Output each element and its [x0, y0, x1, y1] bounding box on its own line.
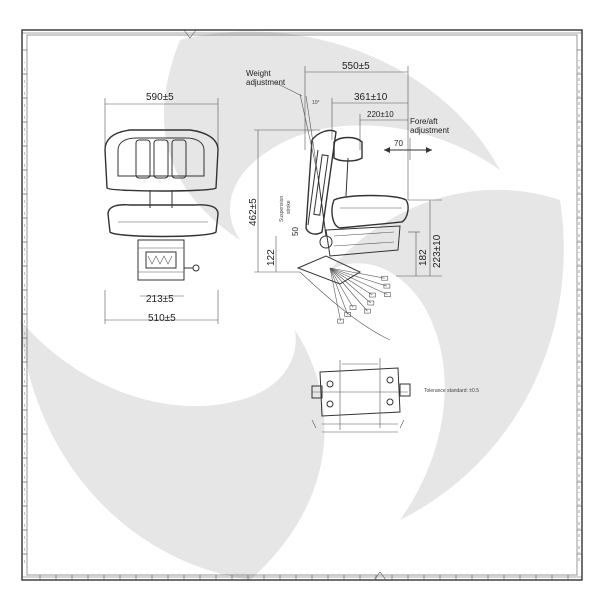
mounting-detail: Tolerance standard: ±0.5 [311, 358, 479, 433]
front-width-base: 213±5 [146, 294, 174, 305]
recline-position-line [329, 267, 373, 296]
height-back: 462±5 [248, 198, 259, 226]
recline-position-marker [381, 275, 388, 281]
seat-height-total: 223±10 [432, 234, 443, 268]
recline-position-line [329, 267, 387, 287]
depth-seat: 220±10 [367, 110, 394, 119]
recline-position-marker [384, 292, 391, 297]
frame-ticks [22, 49, 582, 580]
backrest-angle: 10° [312, 100, 320, 106]
fore-aft-travel: 70 [394, 139, 403, 148]
suspension-height: 122 [266, 249, 277, 266]
recline-position-marker [367, 300, 375, 306]
recline-fan [329, 267, 391, 324]
front-view: 590±5 213±5 510±5 [104, 92, 219, 324]
recline-position-line [329, 267, 368, 312]
stroke-value: 50 [291, 227, 300, 236]
recline-position-line [329, 267, 371, 304]
mounting-note: Tolerance standard: ±0.5 [424, 388, 479, 394]
recline-position-marker [383, 283, 391, 289]
drawing-frame [21, 29, 583, 581]
recline-position-marker [369, 292, 376, 298]
recline-position-marker [364, 308, 371, 314]
depth-mid: 361±10 [354, 92, 388, 103]
recline-position-marker [349, 305, 357, 310]
recline-position-line [329, 267, 388, 295]
recline-position-line [329, 267, 348, 315]
frame-side-notes [24, 60, 580, 563]
fore-aft-label-2: adjustment [410, 126, 450, 135]
fore-aft-label-1: Fore/aft [410, 117, 438, 126]
depth-overall: 550±5 [342, 61, 370, 72]
watermark-logo [20, 31, 564, 580]
recline-position-marker [337, 318, 344, 324]
suspension-label-1: Suspension [279, 196, 285, 222]
recline-position-line [329, 267, 354, 308]
weight-adjustment-label-1: Weight [246, 69, 272, 78]
suspension-label-2: stroke [286, 200, 292, 214]
weight-adjustment-label-2: adjustment [246, 78, 286, 87]
frame-center-marks [183, 29, 387, 581]
front-width-top: 590±5 [146, 92, 174, 103]
seat-height: 182 [418, 249, 429, 266]
side-view: Weight adjustment 550±5 361±10 220±10 Fo… [246, 61, 450, 341]
recline-position-line [329, 267, 341, 322]
front-width-bottom: 510±5 [148, 313, 176, 324]
recline-position-marker [344, 312, 351, 317]
